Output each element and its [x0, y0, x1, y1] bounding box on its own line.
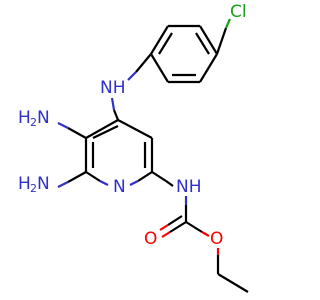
bond	[150, 25, 169, 55]
amino-group-upper: H 2 N	[18, 108, 50, 129]
chlorine-atom: Cl	[230, 2, 247, 22]
bond	[165, 180, 174, 187]
bond	[151, 171, 167, 182]
bond	[129, 180, 139, 186]
amino-subscript: 2	[30, 116, 37, 129]
carbamate-nh-atom: NH	[176, 177, 202, 197]
bond	[199, 53, 218, 83]
bond	[161, 231, 171, 238]
bond	[57, 122, 69, 129]
bond	[117, 119, 153, 139]
bond	[67, 171, 87, 183]
bond	[150, 53, 169, 83]
bond	[110, 97, 116, 111]
bond	[85, 119, 119, 139]
amino-group-lower: H 2 N	[18, 174, 50, 195]
amine-nh-atom: NH	[100, 78, 126, 98]
amino-n-label: N	[37, 108, 50, 128]
bond	[185, 221, 203, 233]
bond	[85, 171, 101, 182]
chlorophenyl-ring	[150, 24, 218, 84]
bond-double-inner	[158, 32, 173, 55]
ester-oxygen-atom: O	[210, 229, 223, 249]
chemical-structure-diagram: Cl NH N H 2 N H 2 N NH	[18, 2, 249, 293]
bond	[67, 127, 87, 139]
bond	[112, 109, 120, 121]
bond-to-chlorine	[215, 27, 228, 55]
bond	[201, 231, 210, 237]
bond-double-inner	[195, 32, 210, 55]
amino-subscript: 2	[30, 182, 37, 195]
amino-n-label: N	[37, 174, 50, 194]
bond-to-chlorine	[224, 18, 232, 29]
bond-double-inner	[167, 215, 183, 226]
bond-double-inner	[92, 125, 119, 139]
bond-double-inner	[159, 224, 169, 231]
pyridine-nitrogen-atom: N	[113, 177, 126, 197]
bond	[135, 53, 152, 73]
bond	[57, 181, 69, 188]
amino-h-label: H	[18, 174, 31, 194]
pyridine-ring	[84, 119, 154, 186]
amino-h-label: H	[18, 108, 31, 128]
bond	[169, 221, 187, 233]
bond	[217, 273, 249, 293]
bond	[99, 180, 109, 186]
bond	[127, 71, 137, 81]
bond	[137, 171, 153, 182]
bond	[199, 25, 218, 55]
carbonyl-oxygen-atom: O	[144, 229, 157, 249]
